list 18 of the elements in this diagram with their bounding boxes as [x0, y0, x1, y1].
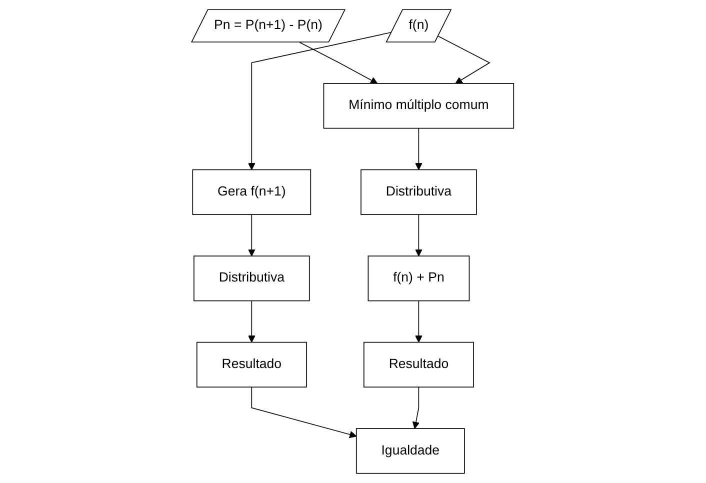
arrow	[252, 386, 358, 438]
node-box: f(n) + Pn	[368, 256, 470, 302]
node-box: Resultado	[196, 342, 308, 388]
arrow	[248, 214, 256, 256]
arrow	[248, 300, 256, 343]
arrow	[412, 386, 420, 429]
arrow	[438, 36, 491, 84]
arrow	[248, 32, 393, 170]
node-box: Gera f(n+1)	[192, 169, 312, 215]
node-box: Igualdade	[356, 428, 466, 474]
arrow	[300, 42, 378, 84]
node-box: Distributiva	[360, 169, 478, 215]
arrow	[415, 300, 423, 343]
node-box: Resultado	[364, 342, 474, 388]
node-box: Mínimo múltiplo comum	[324, 83, 514, 129]
node-box: Distributiva	[194, 256, 310, 302]
arrow	[415, 128, 423, 170]
arrow	[415, 214, 423, 256]
